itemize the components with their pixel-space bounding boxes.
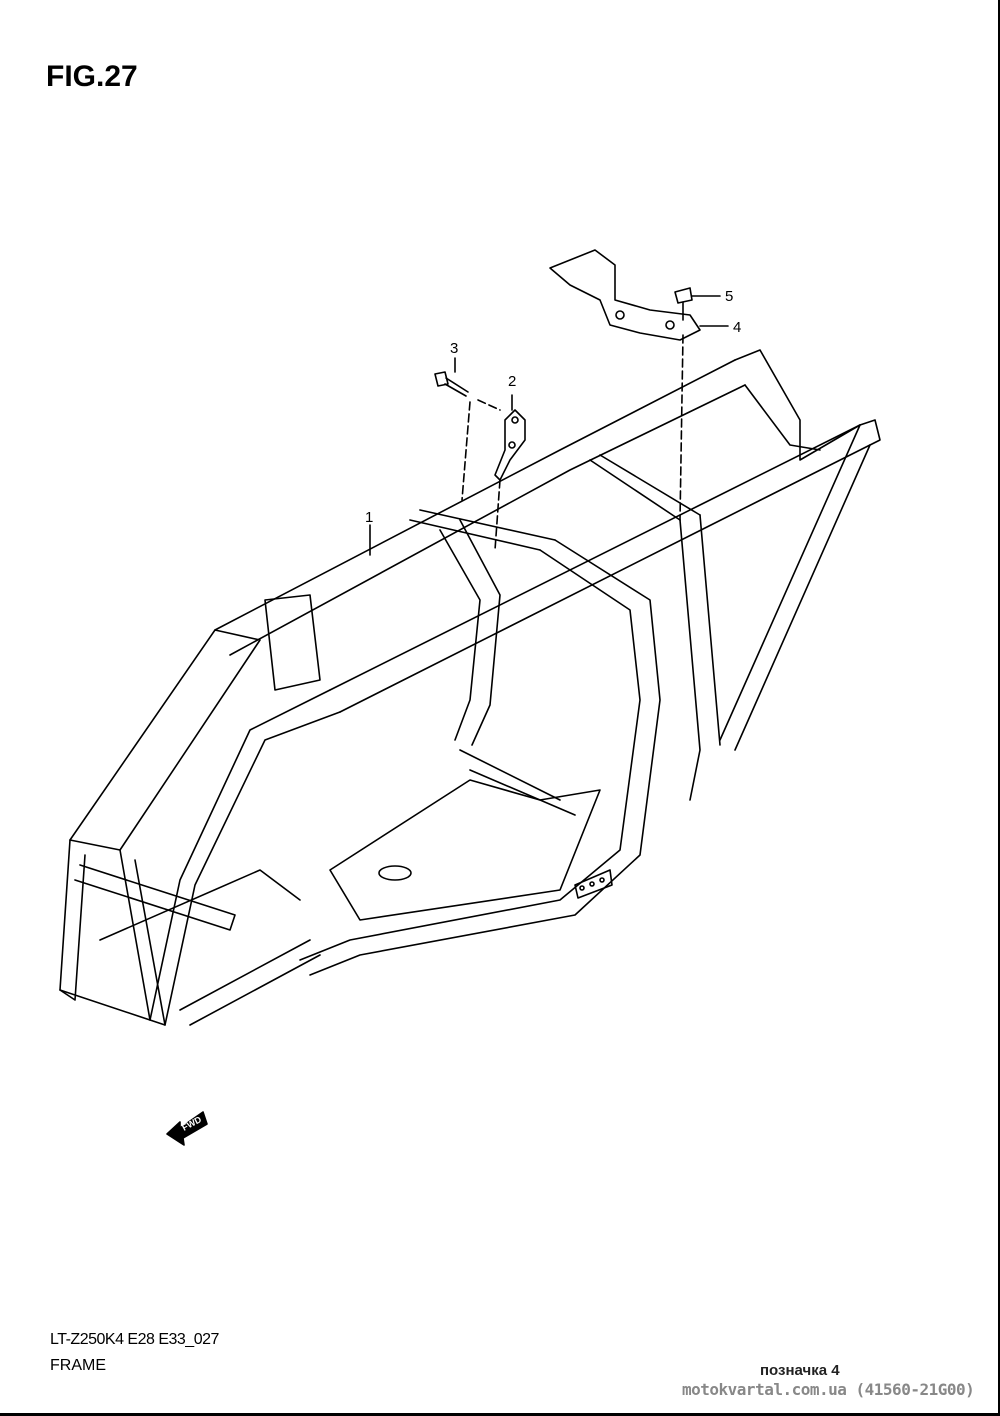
figure-title: FIG.27 (46, 60, 138, 93)
bolt-5-part (674, 287, 721, 521)
callout-5: 5 (725, 288, 733, 305)
frame-assembly (59, 349, 881, 1026)
bolt-3-part (434, 357, 501, 501)
callout-3: 3 (450, 340, 458, 357)
reference-label: позначка 4 (760, 1362, 840, 1379)
callout-2: 2 (508, 373, 516, 390)
fwd-arrow-icon: FWD (166, 1111, 208, 1146)
rear-bracket-part (549, 249, 701, 341)
watermark: motokvartal.com.ua (41560-21G00) (682, 1380, 975, 1399)
model-code: LT-Z250K4 E28 E33_027 (50, 1331, 219, 1348)
bracket-2-part (494, 394, 526, 551)
section-name: FRAME (50, 1357, 106, 1374)
callout-4: 4 (733, 319, 741, 336)
callout-1: 1 (365, 509, 373, 526)
